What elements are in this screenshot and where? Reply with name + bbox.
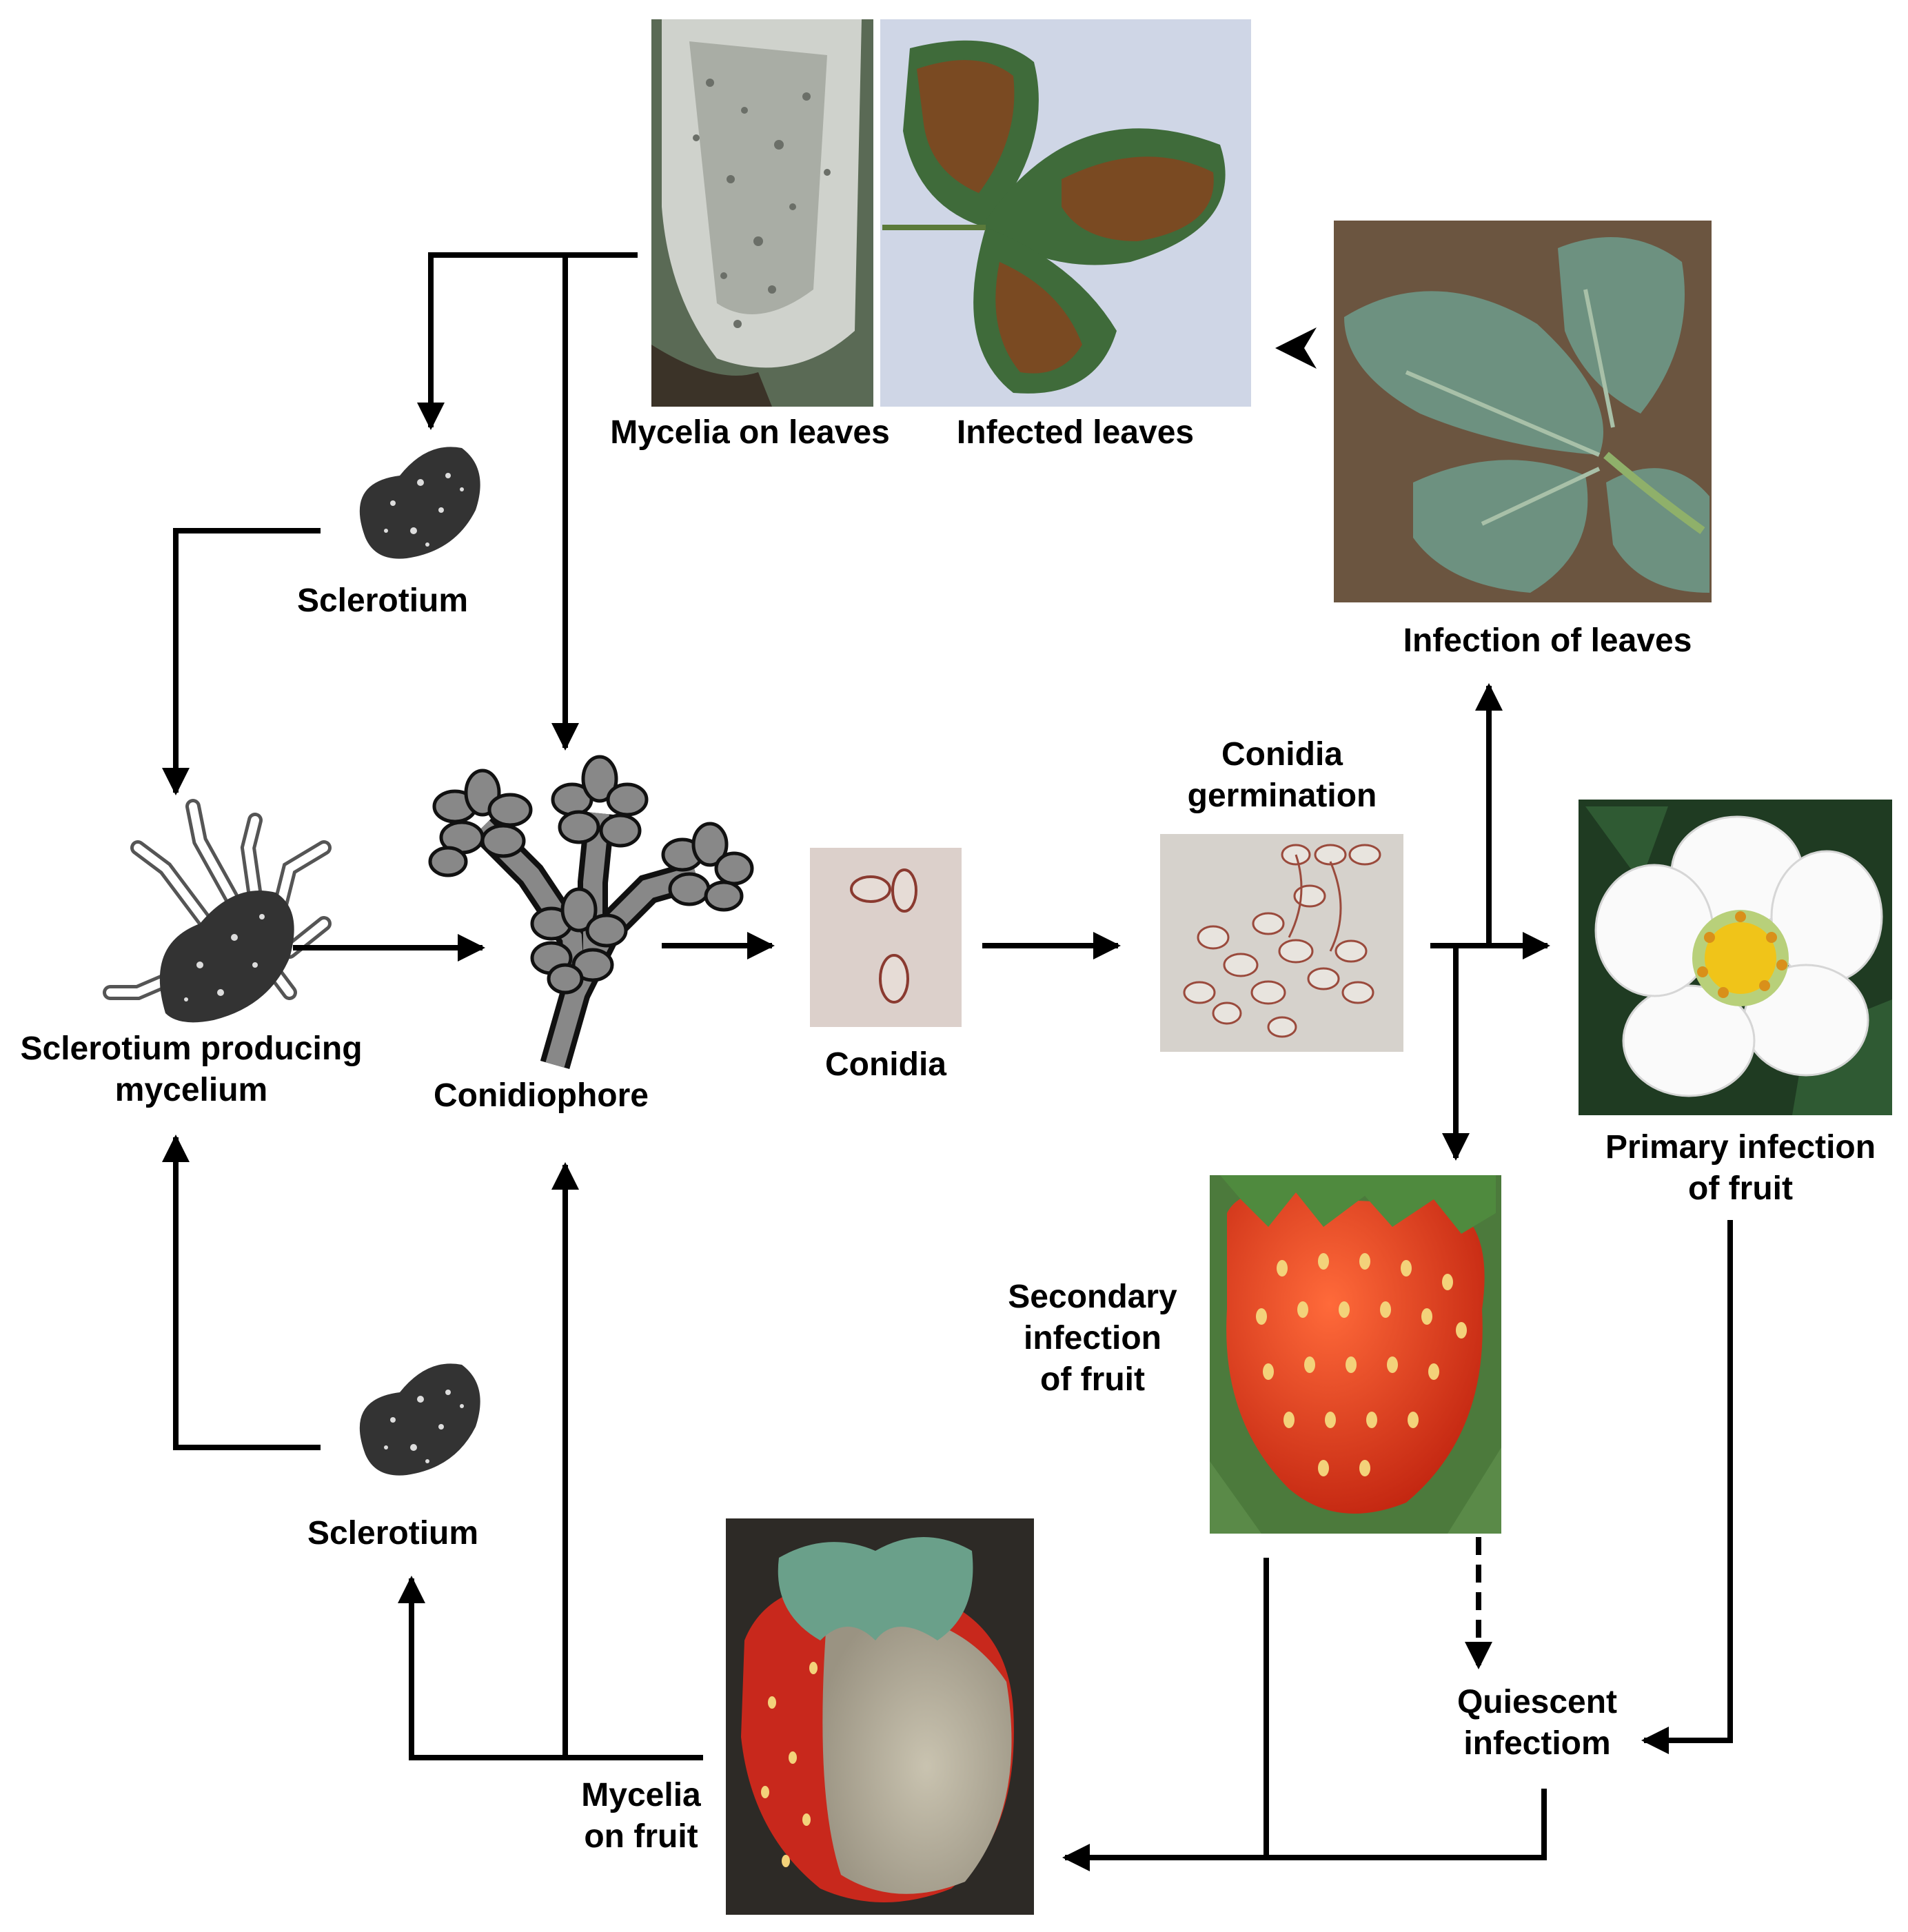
germination-micrograph <box>1160 834 1403 1052</box>
conidiophore-icon <box>428 755 754 1070</box>
mycelia-leaf-photo <box>651 19 873 407</box>
strawberry-fruit-photo <box>1210 1175 1501 1534</box>
label-sclerotium-top: Sclerotium <box>296 582 469 619</box>
label-sclerotium-bottom: Sclerotium <box>307 1515 479 1552</box>
label-quiescent-infection: Quiescent infectiom <box>1457 1684 1618 1762</box>
label-secondary-infection: Secondary infection of fruit <box>1008 1279 1177 1398</box>
label-mycelia-on-fruit: Mycelia on fruit <box>581 1777 701 1855</box>
label-mycelia-on-leaves: Mycelia on leaves <box>610 414 890 451</box>
sclerotium-icon <box>359 1363 480 1476</box>
sclerotium-mycelium-icon <box>103 799 332 1023</box>
conidia-micrograph <box>810 848 962 1027</box>
infected-leaf-photo <box>880 19 1251 407</box>
label-primary-infection: Primary infection of fruit <box>1605 1129 1876 1207</box>
label-infected-leaves: Infected leaves <box>956 414 1195 451</box>
label-conidia: Conidia <box>825 1046 946 1083</box>
label-infection-of-leaves: Infection of leaves <box>1403 622 1692 659</box>
sclerotium-icon <box>359 447 480 559</box>
label-sclerotium-producing-mycelium: Sclerotium producing mycelium <box>20 1030 363 1108</box>
strawberry-flower-photo <box>1579 800 1892 1115</box>
label-conidiophore: Conidiophore <box>434 1077 649 1114</box>
cycle-arrows <box>162 252 1733 1871</box>
arrowhead-icon <box>1275 327 1317 369</box>
moldy-strawberry-photo <box>726 1518 1034 1915</box>
label-conidia-germination: Conidia germination <box>1187 736 1377 814</box>
healthy-leaf-photo <box>1334 221 1712 602</box>
